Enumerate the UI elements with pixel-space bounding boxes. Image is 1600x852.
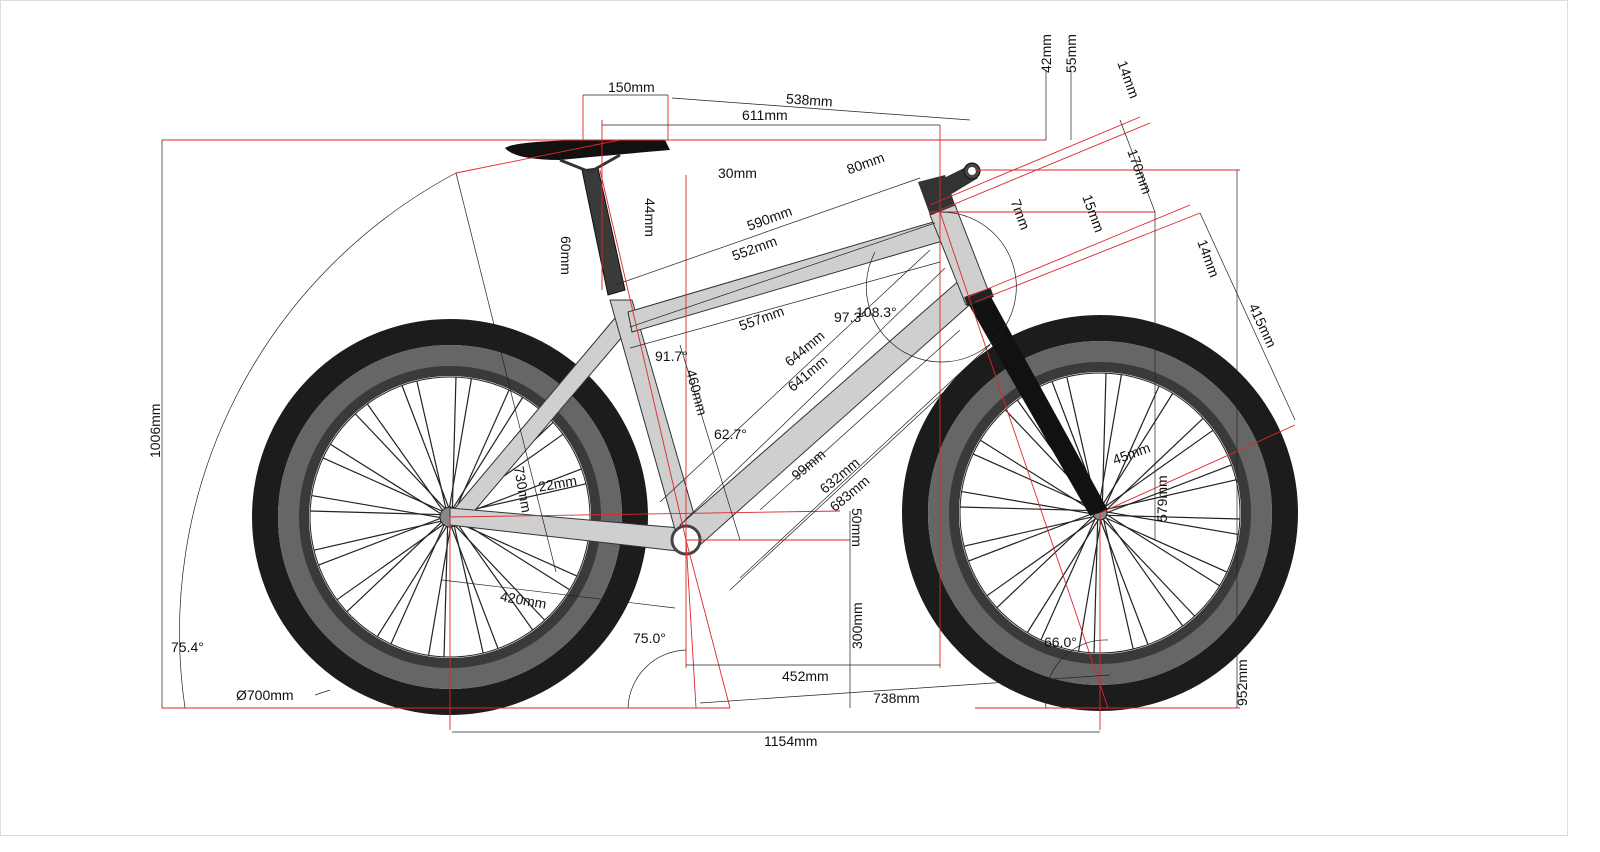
- spoke: [453, 520, 578, 577]
- spoke: [454, 519, 534, 631]
- spoke: [1040, 516, 1097, 641]
- dim-seat-clamp: 44mm: [642, 198, 658, 237]
- spoke: [1103, 516, 1228, 573]
- spoke: [451, 522, 546, 621]
- dim-fork-length: 579mm: [1154, 475, 1170, 522]
- dim-head-angle-b: 108.3°: [856, 304, 897, 320]
- fork: [966, 295, 1108, 516]
- spoke: [313, 519, 446, 551]
- dim-head-tube: 170mm: [1124, 147, 1155, 196]
- spoke: [1105, 511, 1239, 536]
- spoke: [427, 522, 452, 656]
- dim-saddle-angle: 75.4°: [171, 639, 204, 655]
- spoke: [996, 514, 1095, 609]
- dim-tire-clearance: 22mm: [537, 472, 578, 495]
- dim-top-tube-590: 590mm: [745, 203, 794, 234]
- spoke: [443, 522, 449, 657]
- dim-wheel-diameter: Ø700mm: [236, 687, 294, 703]
- spoke: [318, 516, 445, 566]
- dim-fork-axle: 415mm: [1246, 301, 1280, 350]
- seatpost: [581, 167, 626, 296]
- head-tube: [929, 204, 991, 306]
- spoke: [390, 520, 447, 645]
- spoke: [1102, 517, 1134, 650]
- spoke: [1104, 479, 1237, 511]
- spoke: [416, 380, 448, 513]
- spoke: [453, 389, 510, 514]
- spoke: [448, 378, 473, 512]
- spoke: [961, 490, 1095, 515]
- spoke: [311, 494, 445, 519]
- saddle: [505, 139, 670, 160]
- dim-bb-height: 300mm: [849, 602, 865, 649]
- spoke: [968, 512, 1095, 562]
- spoke: [972, 453, 1097, 510]
- spoke: [449, 522, 499, 649]
- dim-headset-upper: 14mm: [1114, 58, 1142, 100]
- dim-wheelbase: 1154mm: [764, 733, 817, 749]
- top-tube: [627, 219, 947, 333]
- spoke: [1105, 417, 1204, 512]
- saddle-rails: [559, 153, 621, 174]
- spoke: [330, 443, 445, 517]
- dim-saddle-to-axle: 730mm: [511, 465, 535, 514]
- spoke: [1103, 385, 1160, 510]
- dim-top-tube-552: 552mm: [730, 233, 779, 264]
- spoke: [376, 522, 450, 637]
- dim-seatpost-ext: 60mm: [558, 236, 574, 275]
- dim-chainstay: 420mm: [499, 588, 548, 612]
- dim-headset-lower: 14mm: [1194, 237, 1222, 279]
- spoke: [346, 518, 445, 613]
- dim-seat-tt-angle: 91.7°: [655, 348, 688, 364]
- dim-bar-rise-55: 55mm: [1063, 34, 1079, 73]
- spoke: [1104, 515, 1184, 627]
- dim-stem-length: 80mm: [844, 149, 886, 177]
- dim-bb-drop: 50mm: [849, 508, 865, 547]
- spoke: [452, 521, 484, 654]
- chain-stay: [449, 507, 687, 553]
- frame: [449, 139, 1108, 556]
- spoke: [1105, 513, 1220, 587]
- spoke: [960, 506, 1095, 512]
- dim-fork-offset: 45mm: [1110, 439, 1152, 467]
- spoke: [336, 521, 448, 601]
- dim-top-tube-557: 557mm: [737, 303, 786, 334]
- dim-seat-offset: 30mm: [718, 165, 757, 181]
- spoke: [366, 403, 446, 515]
- headset-lower: [964, 287, 994, 307]
- spoke: [451, 377, 457, 512]
- dim-stack: 952mm: [1234, 659, 1250, 706]
- dim-seat-tube: 460mm: [683, 368, 711, 417]
- dim-stack-reach: 738mm: [873, 690, 920, 706]
- spoke: [986, 517, 1098, 597]
- dimension-lines: [161, 70, 1296, 733]
- dim-saddle-height: 1006mm: [147, 404, 163, 458]
- dim-reach-diag: 538mm: [786, 90, 834, 109]
- spoke: [310, 510, 445, 516]
- dim-front-center: 452mm: [782, 668, 829, 684]
- spoke: [1105, 514, 1240, 520]
- spoke: [322, 457, 447, 514]
- dim-spacer-15: 15mm: [1079, 192, 1107, 234]
- dim-seat-angle: 75.0°: [633, 630, 666, 646]
- dim-dt-st-angle: 62.7°: [714, 426, 747, 442]
- handlebar-bore: [968, 167, 976, 175]
- spoke: [401, 385, 451, 512]
- drawing-frame: [0, 0, 1568, 836]
- dim-head-tube-angle: 66.0°: [1044, 634, 1077, 650]
- spoke: [963, 515, 1096, 547]
- construction-lines: [162, 95, 1296, 730]
- dim-effective-top-tube: 611mm: [742, 107, 788, 123]
- dim-saddle-setback: 150mm: [608, 79, 655, 95]
- dim-head-angle-a: 97.3°: [834, 309, 867, 325]
- spoke: [1101, 518, 1196, 617]
- spoke: [1098, 374, 1123, 508]
- spoke: [1093, 518, 1099, 653]
- dim-spacer-7: 7mm: [1008, 197, 1034, 232]
- dim-bar-rise-42: 42mm: [1038, 34, 1054, 73]
- spoke: [1099, 518, 1149, 645]
- spoke: [354, 413, 449, 512]
- spoke: [1101, 373, 1107, 508]
